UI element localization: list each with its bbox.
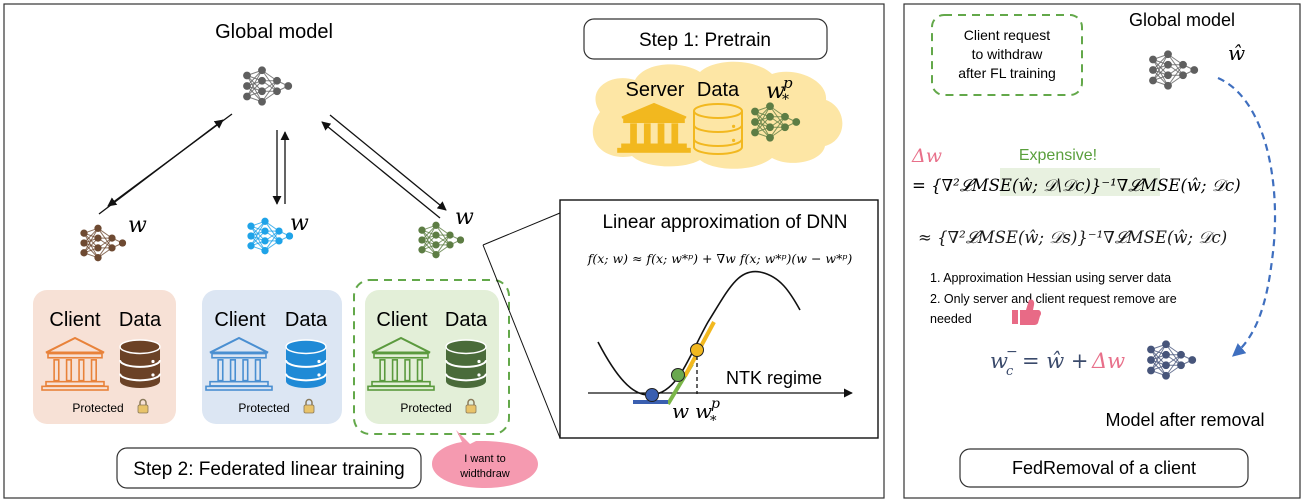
- model-after-removal-network-icon: [1147, 340, 1197, 380]
- request-line1: Client request: [964, 27, 1050, 43]
- step1-label: Step 1: Pretrain: [639, 30, 771, 51]
- step2-box: [116, 447, 422, 489]
- left-panel-border: [3, 3, 885, 499]
- expensive-label: Expensive!: [1019, 147, 1097, 164]
- request-line3: after FL training: [958, 65, 1056, 81]
- wp-axis-sup: p: [711, 396, 720, 412]
- model-after-removal-label: Model after removal: [1105, 410, 1264, 430]
- global-model-network-icon: [243, 66, 293, 106]
- client2-data-label: Data: [285, 309, 328, 331]
- minimum-point: [645, 388, 659, 402]
- client1-data-label: Data: [119, 309, 162, 331]
- request-box: [931, 14, 1083, 96]
- w-axis-label: w: [672, 399, 689, 423]
- client2-status: Protected: [238, 401, 289, 415]
- pretrained-weight-sup: p: [783, 74, 793, 92]
- pretrained-weight-label: w: [766, 79, 785, 104]
- client3-network-icon: [418, 221, 465, 259]
- right-panel-border: [903, 3, 1301, 499]
- client3-data-label: Data: [445, 309, 488, 331]
- client2-network-icon: [247, 217, 294, 255]
- client1-building-icon: [41, 336, 109, 391]
- client2-building-icon: [205, 336, 273, 391]
- cloud-data-label: Data: [697, 79, 740, 101]
- client2-database-icon: [285, 339, 327, 388]
- client3-label: Client: [376, 309, 428, 331]
- right-global-network-icon: [1149, 50, 1199, 90]
- expensive-highlight: [1000, 168, 1160, 196]
- wp-point: [690, 343, 704, 357]
- removal-equation-exact: = {∇²𝓛MSE(ŵ; 𝒟\𝒟c)}⁻¹∇𝓛MSE(ŵ; 𝒟c): [912, 176, 1241, 195]
- pretrained-weight-sub: *: [782, 92, 789, 108]
- w-hat-label: ŵ: [1228, 41, 1245, 65]
- client2-weight-label: w: [290, 211, 309, 236]
- step2-label: Step 2: Federated linear training: [133, 459, 404, 480]
- delta-w-label: Δw: [911, 145, 942, 167]
- pretrained-network-icon: [751, 102, 801, 142]
- client2-label: Client: [214, 309, 266, 331]
- ntk-regime-label: NTK regime: [726, 368, 822, 388]
- right-global-model-label: Global model: [1129, 10, 1235, 30]
- global-model-label: Global model: [215, 21, 333, 43]
- withdraw-bubble: [432, 430, 538, 488]
- loss-curve: [597, 270, 801, 396]
- note-1: 1. Approximation Hessian using server da…: [930, 271, 1171, 285]
- client1-lock-icon: [137, 398, 149, 414]
- withdraw-bubble-line2: widthdraw: [459, 468, 510, 480]
- removal-dashed-arrow: [1217, 76, 1277, 357]
- update-lhs: w: [990, 349, 1008, 373]
- pretrain-cloud: [592, 61, 843, 169]
- callout-line-bottom: [482, 244, 561, 439]
- update-lhs-sub: c: [1006, 364, 1014, 379]
- client1-database-icon: [119, 339, 161, 388]
- wp-axis-sub: *: [710, 414, 717, 429]
- client3-withdraw-highlight: [353, 279, 510, 435]
- client3-building-icon: [367, 336, 435, 391]
- update-rhs: = ŵ +: [1022, 349, 1089, 373]
- client1-status: Protected: [72, 401, 123, 415]
- client1-label: Client: [49, 309, 101, 331]
- removal-equation-approx: ≈ {∇²𝓛MSE(ŵ; 𝒟s)}⁻¹∇𝓛MSE(ŵ; 𝒟c): [918, 228, 1227, 247]
- note-2: 2. Only server and client request remove…: [930, 292, 1177, 306]
- thumbs-up-icon: [1012, 299, 1042, 325]
- client3-lock-icon: [465, 398, 477, 414]
- client3-status: Protected: [400, 401, 451, 415]
- client3-weight-label: w: [455, 205, 474, 230]
- withdraw-bubble-line1: I want to: [464, 453, 506, 465]
- client1-weight-label: w: [128, 213, 147, 238]
- wp-axis-label: w: [695, 399, 712, 423]
- footer-label: FedRemoval of a client: [1012, 458, 1196, 478]
- w-point: [671, 368, 685, 382]
- note-3: needed: [930, 312, 972, 326]
- server-database-icon: [693, 103, 743, 155]
- update-lhs-sup: −: [1006, 344, 1018, 360]
- linear-approx-box: [559, 199, 879, 439]
- client3-database-icon: [445, 339, 487, 388]
- sync-arrows: [98, 113, 447, 219]
- step1-box: [583, 18, 828, 60]
- footer-box: [959, 448, 1249, 488]
- server-label: Server: [626, 79, 685, 101]
- server-building-icon: [617, 102, 691, 153]
- client2-lock-icon: [303, 398, 315, 414]
- request-line2: to withdraw: [972, 46, 1044, 62]
- update-delta: Δw: [1091, 349, 1125, 373]
- client1-network-icon: [80, 224, 127, 262]
- callout-line-top: [482, 212, 561, 246]
- linear-approx-equation: f(x; w) ≈ f(x; w*ᵖ) + ∇w f(x; w*ᵖ)(w − w…: [587, 251, 853, 266]
- linear-approx-title: Linear approximation of DNN: [602, 212, 847, 233]
